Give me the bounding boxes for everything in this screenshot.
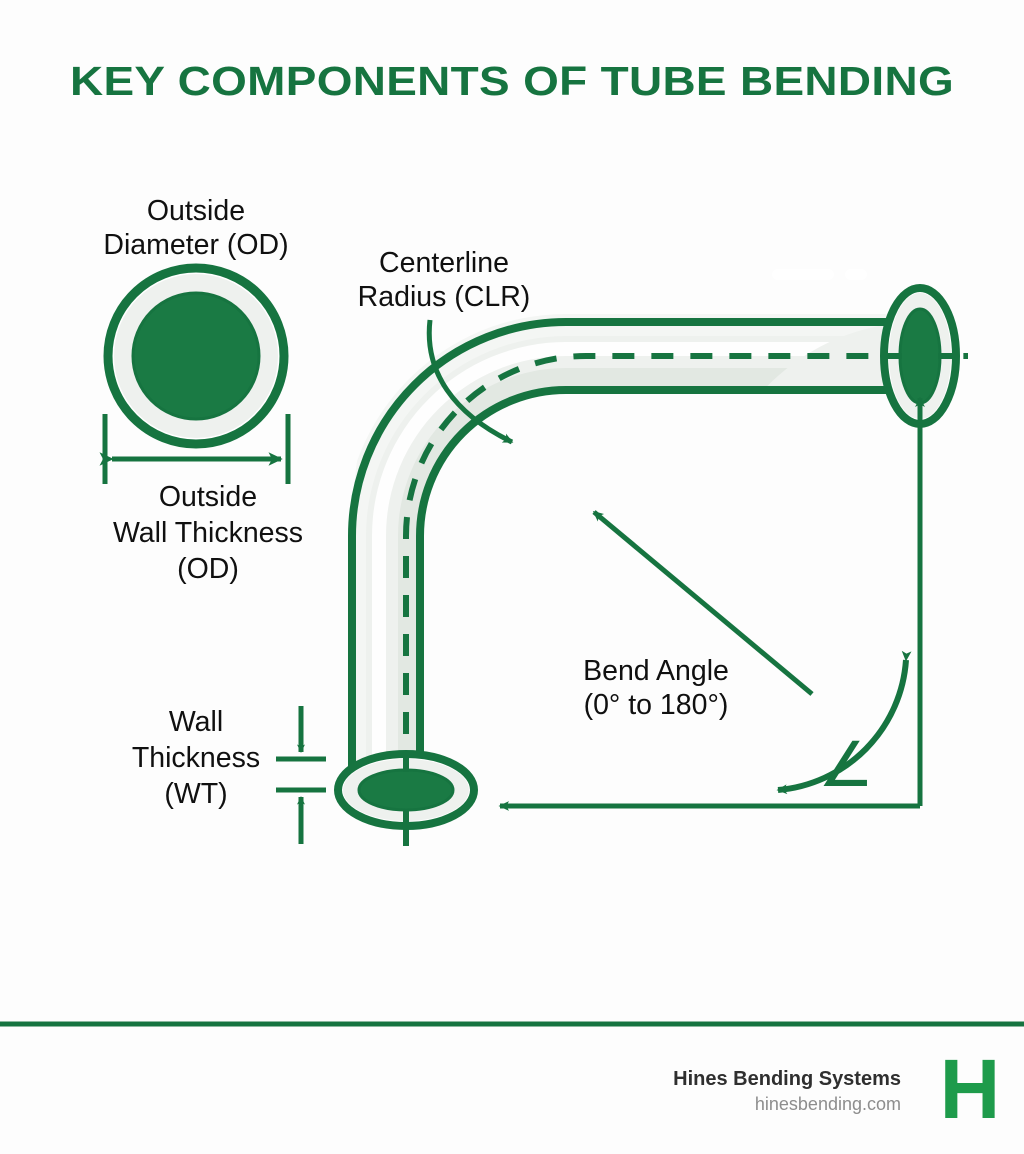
- centerline-radius-leader: [426, 319, 514, 445]
- bend-angle-leader: [592, 510, 814, 696]
- cross-section-group: Outside Diameter (OD) Outside Wall Thick…: [99, 195, 303, 585]
- footer-company-name: Hines Bending Systems: [673, 1068, 901, 1090]
- tube-right-opening: [880, 284, 960, 428]
- page-title: KEY COMPONENTS OF TUBE BENDING: [70, 58, 954, 104]
- outside-wall-thickness-label-line2: Wall Thickness: [113, 517, 303, 549]
- tube-gloss-dash-short: [845, 269, 867, 280]
- bend-angle-label-line2: (0° to 180°): [584, 689, 729, 721]
- outside-diameter-label-line1: Outside: [147, 195, 245, 227]
- outside-diameter-label-line2: Diameter (OD): [103, 229, 288, 261]
- bend-angle-arc: [776, 650, 912, 795]
- footer-website[interactable]: hinesbending.com: [755, 1094, 901, 1114]
- wall-thickness-label-line1: Wall: [169, 706, 223, 738]
- tube-bottom-opening-bore: [357, 768, 455, 812]
- bend-angle-callout: Bend Angle (0° to 180°) ∠: [498, 396, 925, 811]
- outside-wall-thickness-label-line1: Outside: [159, 481, 257, 513]
- wall-thickness-callout: Wall Thickness (WT): [132, 706, 326, 844]
- centerline-radius-callout: Centerline Radius (CLR): [358, 247, 531, 445]
- tube-gloss-dash-long: [772, 269, 834, 280]
- bent-tube-group: [334, 269, 968, 846]
- bend-angle-label-line1: Bend Angle: [583, 655, 729, 687]
- centerline-radius-label-line2: Radius (CLR): [358, 281, 531, 313]
- wall-thickness-label-line2: Thickness: [132, 742, 260, 774]
- tube-inner-edge: [416, 386, 924, 794]
- cross-section-bore: [131, 291, 261, 421]
- tube-outer-edge: [348, 318, 924, 794]
- logo-letter-h: H: [940, 1042, 1001, 1136]
- angle-symbol-icon: ∠: [818, 731, 874, 800]
- outside-wall-thickness-label-line3: (OD): [177, 553, 239, 585]
- wall-thickness-label-line3: (WT): [164, 778, 227, 810]
- tube-right-opening-bore: [898, 307, 942, 405]
- hines-logo: H: [940, 1042, 1001, 1136]
- centerline-radius-label-line1: Centerline: [379, 247, 509, 279]
- centerline-dashed-arc: [403, 353, 968, 812]
